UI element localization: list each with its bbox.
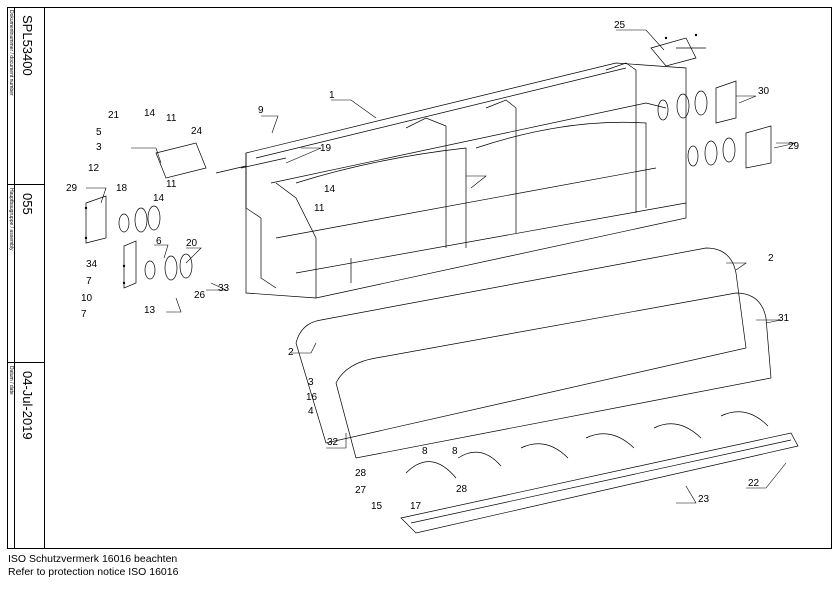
- callout-20: 20: [186, 238, 198, 249]
- callout-28: 28: [456, 484, 468, 495]
- callout-13: 13: [144, 305, 156, 316]
- callout-11: 11: [314, 203, 325, 214]
- callout-7: 7: [81, 309, 87, 320]
- callout-14: 14: [324, 184, 336, 195]
- callout-1: 1: [329, 90, 335, 101]
- callout-17: 17: [410, 501, 422, 512]
- callout-15: 15: [371, 501, 383, 512]
- callout-leaders: [86, 29, 797, 504]
- callout-3: 3: [96, 142, 102, 153]
- callout-14: 14: [144, 108, 156, 119]
- notice-line-de: ISO Schutzvermerk 16016 beachten: [8, 553, 178, 565]
- callout-2: 2: [768, 253, 774, 264]
- callout-8: 8: [422, 446, 428, 457]
- callout-2: 2: [288, 347, 294, 358]
- callout-labels: 25 1 9 14 21 11 24 5 3 12 11 18 14 19 14…: [66, 20, 800, 512]
- protection-notice: ISO Schutzvermerk 16016 beachten Refer t…: [8, 553, 178, 579]
- notice-line-en: Refer to protection notice ISO 16016: [8, 566, 179, 578]
- callout-32: 32: [327, 437, 339, 448]
- callout-25: 25: [614, 20, 626, 31]
- callout-31: 31: [778, 313, 790, 324]
- callout-27: 27: [355, 485, 367, 496]
- callout-16: 16: [306, 392, 318, 403]
- callout-34: 34: [86, 259, 98, 270]
- callout-29: 29: [66, 183, 78, 194]
- callout-18: 18: [116, 183, 128, 194]
- assembly-number: 055: [20, 193, 35, 215]
- callout-8: 8: [452, 446, 458, 457]
- main-frame: [215, 62, 687, 299]
- title-block: Dokumentnummer / document number SPL5340…: [7, 7, 45, 549]
- callout-14: 14: [153, 193, 165, 204]
- callout-30: 30: [758, 86, 770, 97]
- callout-5: 5: [96, 127, 102, 138]
- date-value: 04-Jul-2019: [20, 371, 35, 440]
- date-label: Datum / date: [8, 366, 14, 395]
- tine-holders: [405, 411, 769, 479]
- callout-28: 28: [355, 468, 367, 479]
- callout-19: 19: [320, 143, 332, 154]
- callout-21: 21: [108, 110, 120, 121]
- fastener-dots: [84, 33, 698, 285]
- callout-9: 9: [258, 105, 264, 116]
- assembly-cell: Hauptbaugruppe / assembly 055: [7, 185, 45, 363]
- callout-24: 24: [191, 126, 203, 137]
- assembly-label: Hauptbaugruppe / assembly: [8, 188, 14, 251]
- exploded-assembly-drawing: 25 1 9 14 21 11 24 5 3 12 11 18 14 19 14…: [66, 20, 800, 534]
- callout-7: 7: [86, 276, 92, 287]
- callout-29: 29: [788, 141, 800, 152]
- callout-22: 22: [748, 478, 760, 489]
- drawing-frame: [7, 7, 832, 549]
- callout-23: 23: [698, 494, 710, 505]
- callout-33: 33: [218, 283, 230, 294]
- date-cell: Datum / date 04-Jul-2019: [7, 363, 45, 549]
- callout-12: 12: [88, 163, 100, 174]
- document-number: SPL53400: [20, 15, 35, 76]
- callout-6: 6: [156, 236, 162, 247]
- callout-11: 11: [166, 113, 177, 124]
- document-number-label: Dokumentnummer / document number: [8, 10, 14, 96]
- callout-3: 3: [308, 377, 314, 388]
- callout-10: 10: [81, 293, 93, 304]
- callout-26: 26: [194, 290, 206, 301]
- callout-4: 4: [308, 406, 314, 417]
- callout-11: 11: [166, 179, 177, 190]
- document-number-cell: Dokumentnummer / document number SPL5340…: [7, 7, 45, 185]
